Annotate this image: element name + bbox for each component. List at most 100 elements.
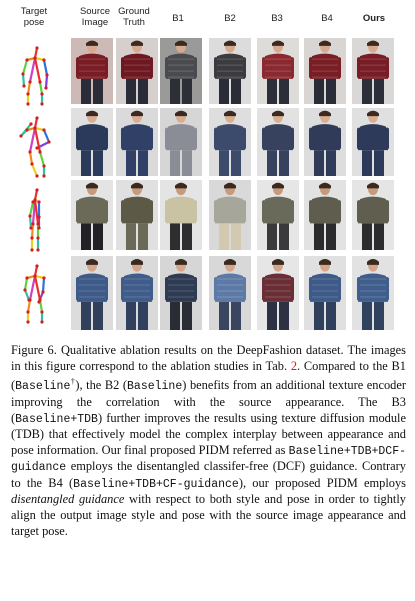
person-leg [126, 78, 136, 104]
pose-joint [42, 164, 46, 168]
person-leg [279, 150, 289, 176]
person-leg [231, 78, 241, 104]
person-arm [76, 200, 80, 223]
emphasis-term: disentangled guidance [11, 492, 125, 507]
pose-joint [28, 150, 32, 154]
pose-limb [23, 276, 29, 292]
person-arm [385, 200, 389, 223]
person-arm [309, 200, 313, 223]
person-leg [374, 223, 384, 250]
pose-limb [41, 276, 46, 294]
person-arm [104, 200, 108, 223]
person-top [122, 53, 152, 79]
person-hair [86, 110, 98, 117]
person-leg [81, 150, 91, 176]
person-arm [357, 127, 361, 150]
person-leg [267, 78, 277, 104]
pose-limb [33, 126, 42, 154]
column-header-b2: B2 [224, 13, 236, 24]
pose-joint [37, 200, 41, 204]
person-arm [104, 127, 108, 150]
person-arm [149, 57, 153, 79]
caption-prefix: Figure 6. [11, 343, 57, 357]
person-leg [314, 150, 324, 176]
pose-limb [44, 73, 49, 90]
pose-joint [42, 58, 46, 62]
person-top [310, 124, 340, 151]
pose-limb [28, 214, 33, 230]
person-leg [231, 223, 241, 250]
person-leg [93, 301, 103, 330]
person-hair [86, 182, 98, 189]
person-leg [138, 78, 148, 104]
person-leg [81, 223, 91, 250]
person-arm [104, 57, 108, 79]
pose-limb [33, 198, 40, 226]
image-cell-ours [352, 256, 394, 330]
pose-limb [38, 150, 46, 168]
person-leg [81, 78, 91, 104]
person-leg [374, 150, 384, 176]
pose-joint [36, 222, 40, 226]
pose-joint [28, 80, 32, 84]
person-top [215, 53, 245, 79]
person-leg [126, 150, 136, 176]
person-arm [337, 200, 341, 223]
person-hair [319, 182, 331, 189]
person-arm [104, 277, 108, 301]
pose-limb [30, 162, 39, 178]
pose-limb [33, 116, 39, 130]
pose-joint [26, 102, 30, 106]
pose-joint [26, 92, 30, 96]
caption-text: employs the disentangled classifer-free … [11, 459, 406, 490]
dagger-mark: † [70, 377, 76, 387]
person-arm [309, 127, 313, 150]
code-term: Baseline+TDB+DCF-guidance [11, 444, 406, 475]
code-term: Baseline [127, 380, 183, 394]
person-top [263, 273, 293, 302]
image-cell-ours [352, 108, 394, 176]
image-cell-b4 [304, 108, 346, 176]
pose-limb [33, 56, 42, 84]
person-leg [138, 150, 148, 176]
image-cell-b3 [257, 108, 299, 176]
pose-joint [35, 174, 39, 178]
pose-limb [33, 46, 39, 60]
person-arm [262, 277, 266, 301]
person-hair [272, 110, 284, 117]
person-leg [219, 301, 229, 330]
person-hair [224, 182, 236, 189]
person-leg [170, 301, 180, 330]
table-reference-link[interactable]: 2 [290, 358, 298, 373]
image-cell-ground [116, 38, 158, 104]
person-arm [262, 200, 266, 223]
caption-text: ) benefits from an additional texture en… [11, 378, 406, 425]
person-top [77, 196, 107, 224]
pose-joint [29, 122, 33, 126]
caption-text: Qualitative ablation results on the Deep… [11, 343, 406, 373]
person-arm [121, 277, 125, 301]
image-cell-ground [116, 180, 158, 250]
pose-joint [47, 140, 51, 144]
pose-joint [38, 80, 42, 84]
person-arm [290, 200, 294, 223]
person-leg [326, 301, 336, 330]
person-hair [131, 258, 143, 265]
target-pose-skeleton [21, 46, 49, 106]
person-arm [165, 277, 169, 301]
person-arm [121, 57, 125, 79]
person-arm [242, 200, 246, 223]
person-arm [214, 277, 218, 301]
person-arm [76, 277, 80, 301]
person-leg [93, 223, 103, 250]
pose-joint [19, 134, 23, 138]
pose-joint [25, 58, 29, 62]
image-cell-source [71, 108, 113, 176]
person-arm [242, 127, 246, 150]
pose-joint [41, 290, 45, 294]
person-leg [93, 78, 103, 104]
